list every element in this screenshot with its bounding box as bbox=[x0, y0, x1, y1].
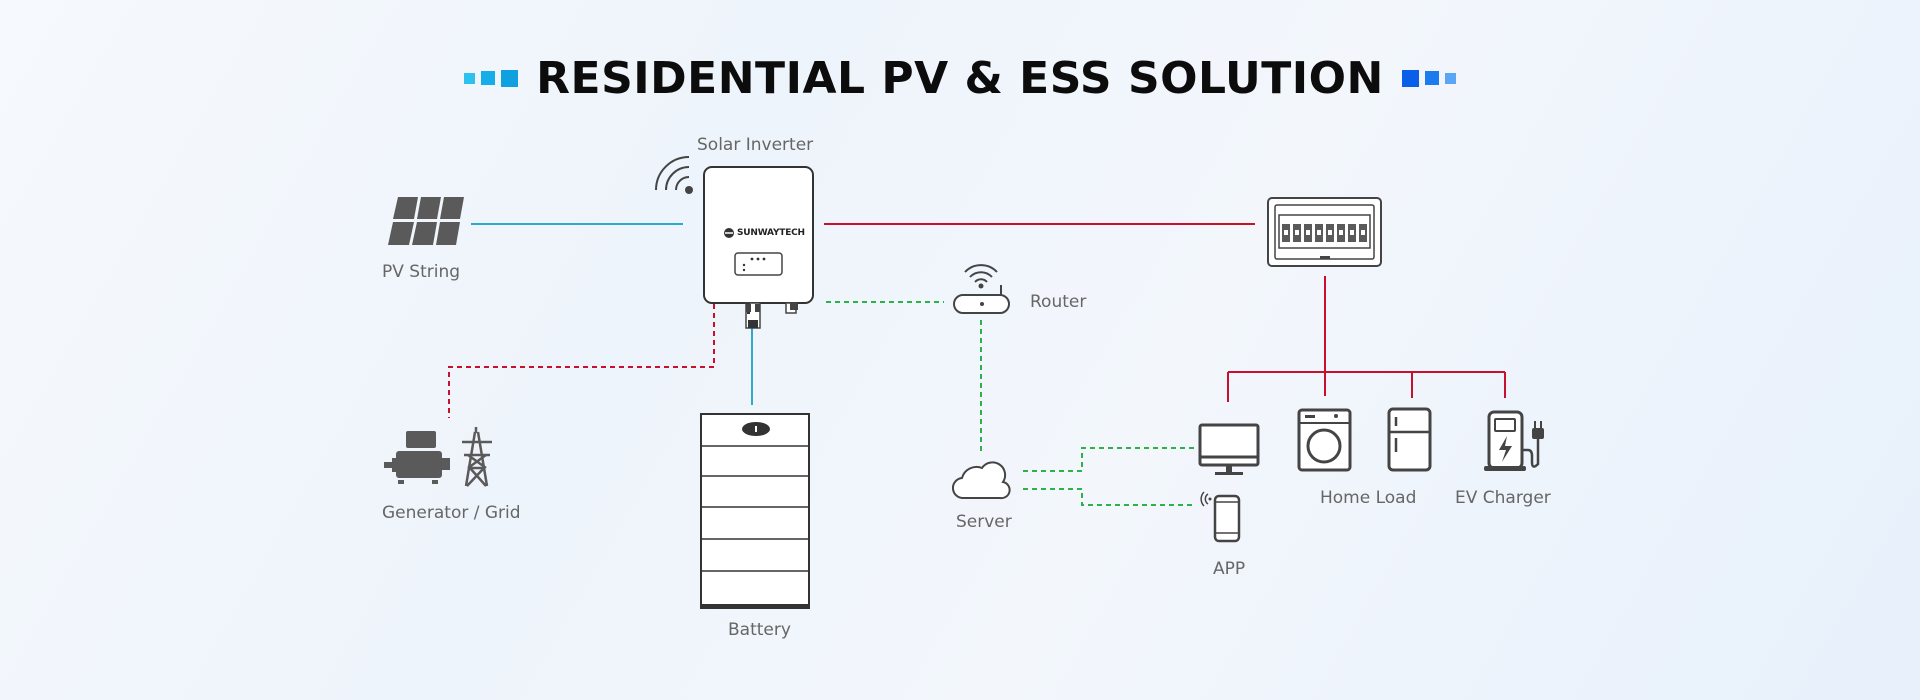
deco-square bbox=[481, 71, 496, 85]
cloud-icon bbox=[952, 461, 1011, 500]
deco-square bbox=[464, 72, 476, 84]
monitor-icon bbox=[1198, 423, 1260, 475]
washing-machine-icon bbox=[1297, 408, 1352, 472]
generator-icon bbox=[384, 431, 450, 484]
deco-square bbox=[501, 69, 519, 87]
ac-line-generator-to-inverter bbox=[448, 304, 715, 418]
router-icon bbox=[953, 264, 1010, 314]
inverter-brand-text: SUNWAYTECH bbox=[737, 228, 805, 238]
power-tower-icon bbox=[462, 427, 492, 487]
ac-line-panel-to-loads bbox=[1227, 276, 1506, 402]
battery-stack-icon bbox=[700, 413, 810, 609]
generator-grid-label: Generator / Grid bbox=[382, 503, 521, 523]
title-bar: RESIDENTIAL PV & ESS SOLUTION bbox=[0, 48, 1920, 108]
title-decoration-left bbox=[464, 69, 519, 87]
deco-square bbox=[1424, 71, 1439, 85]
server-label: Server bbox=[956, 512, 1012, 532]
solar-panel-icon bbox=[388, 197, 464, 245]
page-title: RESIDENTIAL PV & ESS SOLUTION bbox=[536, 52, 1384, 104]
router-label: Router bbox=[1030, 292, 1087, 312]
ev-charger-label: EV Charger bbox=[1455, 488, 1551, 508]
app-label: APP bbox=[1213, 559, 1246, 579]
inverter-brand-logo-icon bbox=[724, 228, 734, 238]
deco-square bbox=[1401, 69, 1419, 87]
fridge-icon bbox=[1387, 407, 1432, 472]
breaker-panel-icon bbox=[1267, 197, 1382, 267]
phone-icon bbox=[1200, 491, 1241, 543]
comm-line-server-to-app bbox=[1023, 447, 1195, 506]
title-decoration-right bbox=[1401, 69, 1456, 87]
home-load-label: Home Load bbox=[1320, 488, 1417, 508]
pv-string-label: PV String bbox=[382, 262, 461, 282]
inverter-icon bbox=[655, 156, 814, 329]
ev-charger-icon bbox=[1484, 410, 1544, 471]
solar-inverter-label: Solar Inverter bbox=[697, 135, 814, 155]
battery-label: Battery bbox=[728, 620, 791, 640]
deco-square bbox=[1444, 72, 1456, 84]
